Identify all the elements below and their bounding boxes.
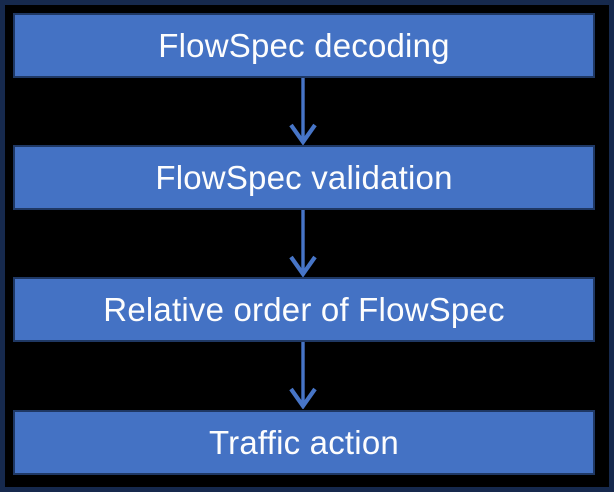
step-label: Relative order of FlowSpec bbox=[103, 291, 505, 328]
down-arrow-icon bbox=[289, 342, 317, 409]
down-arrow-icon bbox=[289, 210, 317, 277]
down-arrow-icon bbox=[289, 78, 317, 145]
step-label: FlowSpec validation bbox=[155, 159, 453, 196]
step-box-traffic-action: Traffic action bbox=[13, 410, 595, 475]
step-label: Traffic action bbox=[209, 424, 399, 461]
step-box-relative-order: Relative order of FlowSpec bbox=[13, 277, 595, 342]
step-box-flowspec-validation: FlowSpec validation bbox=[13, 145, 595, 210]
step-box-flowspec-decoding: FlowSpec decoding bbox=[13, 13, 595, 78]
step-label: FlowSpec decoding bbox=[158, 27, 450, 64]
